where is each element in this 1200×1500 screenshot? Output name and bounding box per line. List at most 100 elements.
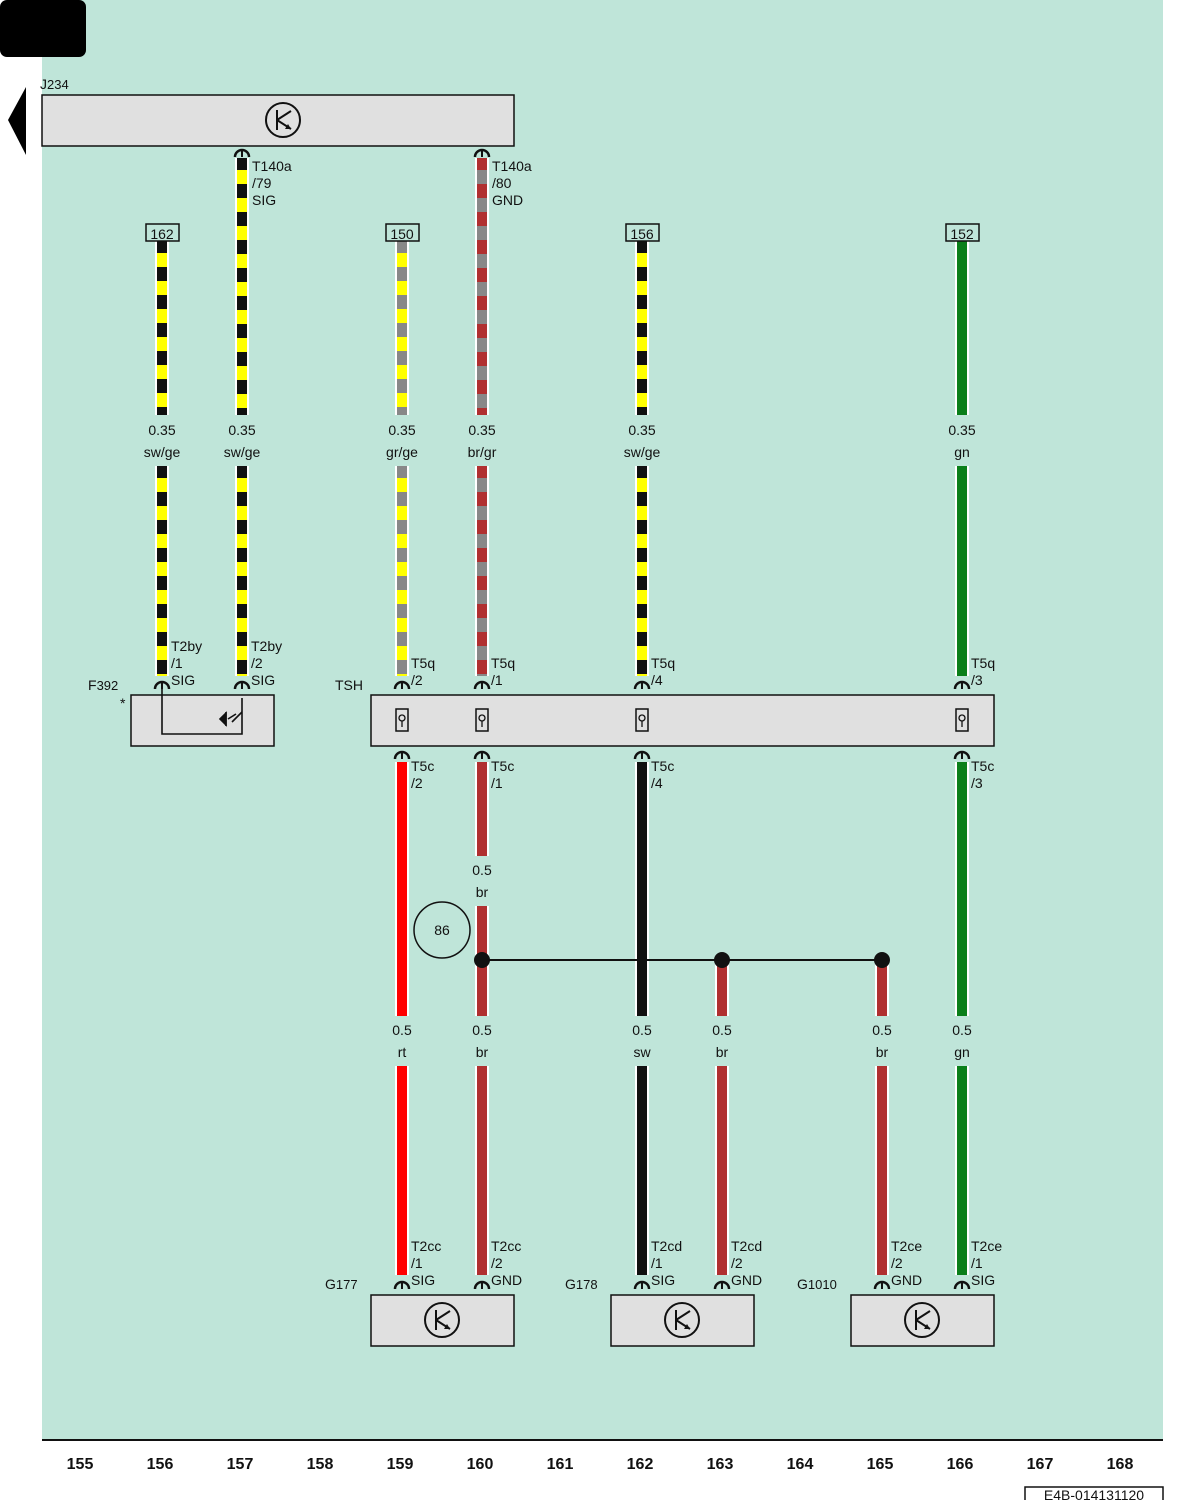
svg-text:/1: /1 (651, 1255, 663, 1271)
wire-label-w12: 0.5br (872, 1022, 892, 1060)
grid-number: 168 (1107, 1456, 1134, 1473)
ref-box-156: 156 (625, 223, 660, 242)
svg-text:sw: sw (633, 1044, 651, 1060)
svg-text:/1: /1 (411, 1255, 423, 1271)
wire-segment (955, 1066, 969, 1275)
svg-text:/2: /2 (411, 775, 423, 791)
ref-box-152: 152 (945, 223, 980, 242)
grid-number: 161 (547, 1456, 574, 1473)
svg-text:T2by: T2by (251, 638, 282, 654)
component-box-f392 (130, 694, 275, 747)
svg-text:T2ce: T2ce (891, 1238, 922, 1254)
svg-text:/1: /1 (971, 1255, 983, 1271)
svg-text:SIG: SIG (411, 1272, 435, 1288)
svg-text:SIG: SIG (171, 672, 195, 688)
wire-label-w10: 0.5 sw (632, 1022, 652, 1060)
wire-label-w1: 0.35 sw/ge (144, 422, 181, 460)
svg-text:0.35: 0.35 (388, 422, 415, 438)
svg-text:/1: /1 (491, 775, 503, 791)
svg-text:T2by: T2by (171, 638, 202, 654)
svg-text:br: br (716, 1044, 729, 1060)
svg-text:T2cd: T2cd (731, 1238, 762, 1254)
component-box-tsh (370, 694, 995, 747)
svg-text:sw/ge: sw/ge (144, 444, 181, 460)
svg-text:/2: /2 (731, 1255, 743, 1271)
wire-label-w6: 0.35 gn (948, 422, 975, 460)
svg-text:0.5: 0.5 (632, 1022, 652, 1038)
svg-text:/3: /3 (971, 672, 983, 688)
svg-text:0.35: 0.35 (148, 422, 175, 438)
grid-number: 160 (467, 1456, 494, 1473)
wire-segment (715, 1066, 729, 1275)
svg-text:gn: gn (954, 1044, 970, 1060)
page-tab[interactable] (0, 0, 86, 57)
wire-segment (235, 466, 249, 676)
svg-text:sw/ge: sw/ge (624, 444, 661, 460)
wire-segment (475, 762, 489, 856)
svg-text:0.5: 0.5 (712, 1022, 732, 1038)
svg-text:156: 156 (630, 226, 654, 242)
grid-number: 167 (1027, 1456, 1054, 1473)
svg-text:150: 150 (390, 226, 414, 242)
pin-label-tc4: T5c/4 (651, 758, 674, 791)
ground-point-circle (413, 901, 471, 959)
svg-text:0.35: 0.35 (948, 422, 975, 438)
nav-left-arrow-icon[interactable] (8, 87, 26, 155)
svg-text:T5c: T5c (971, 758, 994, 774)
pin-label-tq3: T5q/3 (971, 655, 995, 688)
grid-number: 159 (387, 1456, 414, 1473)
svg-text:gr/ge: gr/ge (386, 444, 418, 460)
wire-segment (395, 466, 409, 676)
grid-number: 158 (307, 1456, 334, 1473)
svg-text:T5q: T5q (651, 655, 675, 671)
svg-text:/80: /80 (492, 175, 512, 191)
svg-text:SIG: SIG (251, 672, 275, 688)
wire-label-w8: 0.5rt (392, 1022, 412, 1060)
grid-number: 155 (67, 1456, 94, 1473)
wire-segment (715, 960, 729, 1016)
switch-symbol-icon (161, 688, 243, 735)
splice-dot (874, 952, 890, 968)
component-label-j234: J234 (40, 76, 69, 92)
grid-number: 156 (147, 1456, 174, 1473)
wire-segment (475, 158, 489, 415)
component-label-tsh: TSH (335, 677, 363, 693)
wire-segment (235, 158, 249, 415)
svg-text:/79: /79 (252, 175, 272, 191)
wire-segment (395, 762, 409, 1016)
svg-text:/4: /4 (651, 672, 663, 688)
svg-text:152: 152 (950, 226, 974, 242)
wire-label-w9: 0.5br (472, 1022, 492, 1060)
svg-text:T140a: T140a (492, 158, 532, 174)
wire-segment (875, 1066, 889, 1275)
ref-box-162: 162 (145, 223, 180, 242)
svg-text:br: br (476, 1044, 489, 1060)
svg-text:T5c: T5c (491, 758, 514, 774)
component-label-f392: F392 (88, 677, 118, 693)
svg-text:T5c: T5c (411, 758, 434, 774)
splice-dot (714, 952, 730, 968)
grid-number: 166 (947, 1456, 974, 1473)
grid-number: 157 (227, 1456, 254, 1473)
wire-segment (155, 466, 169, 676)
pin-label-tq1: T5q/1 (491, 655, 515, 688)
pin-label-tc2: T5c/2 (411, 758, 434, 791)
svg-text:SIG: SIG (651, 1272, 675, 1288)
svg-text:gn: gn (954, 444, 970, 460)
pin-label-tq2: T5q/2 (411, 655, 435, 688)
grid-number-row: 155 156 157 158 159 160 161 162 163 164 … (67, 1456, 1134, 1473)
grid-number: 164 (787, 1456, 814, 1473)
svg-text:T5q: T5q (411, 655, 435, 671)
wire-segment (475, 1066, 489, 1275)
svg-text:0.5: 0.5 (392, 1022, 412, 1038)
svg-text:0.35: 0.35 (468, 422, 495, 438)
svg-text:/3: /3 (971, 775, 983, 791)
component-label-g1010: G1010 (797, 1276, 837, 1292)
